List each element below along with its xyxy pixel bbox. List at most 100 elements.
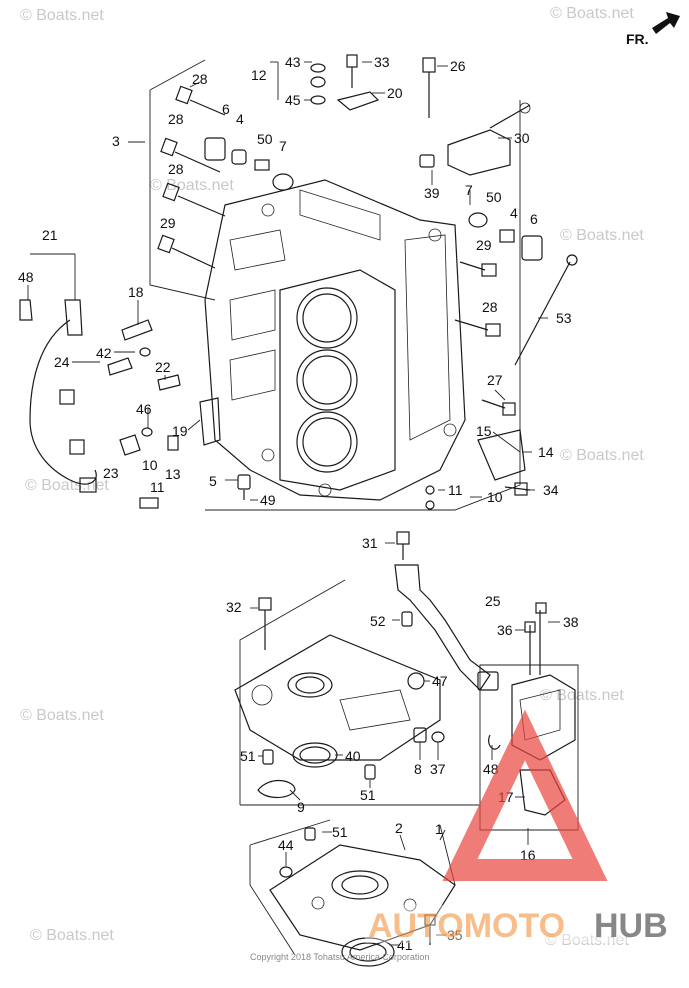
bracket-20 — [336, 91, 380, 111]
plug-5 — [237, 474, 251, 500]
callout-53: 53 — [556, 310, 572, 326]
callout-30: 30 — [514, 130, 530, 146]
callout-19: 19 — [172, 423, 188, 439]
plug-11-left — [139, 497, 159, 509]
callout-43: 43 — [285, 54, 301, 70]
washer-46 — [141, 427, 153, 437]
callout-8: 8 — [414, 761, 422, 777]
dipstick-53 — [514, 254, 578, 366]
watermark: © Boats.net — [560, 227, 644, 244]
plug-6-left — [204, 137, 294, 191]
watermark: © Boats.net — [30, 927, 114, 944]
callout-40: 40 — [345, 748, 361, 764]
callouts: 3 28 28 28 29 6 4 50 7 12 43 45 33 20 26… — [18, 54, 579, 953]
front-arrow-icon — [652, 12, 680, 34]
bracket-19 — [199, 397, 221, 446]
plug-39 — [419, 154, 435, 168]
sensor-23 — [119, 434, 141, 456]
watermark: © Boats.net — [540, 687, 624, 704]
bolt-28-lower — [162, 182, 226, 217]
oring-9 — [257, 780, 296, 799]
plug-6-right — [468, 212, 543, 261]
callout-51: 51 — [240, 748, 256, 764]
callout-37: 37 — [430, 761, 446, 777]
bolt-28-right — [454, 319, 501, 337]
callout-21: 21 — [42, 227, 58, 243]
callout-41: 41 — [397, 937, 413, 953]
bolt-27 — [481, 399, 516, 416]
callout-25: 25 — [485, 593, 501, 609]
callout-7: 7 — [465, 182, 473, 198]
callout-10: 10 — [142, 457, 158, 473]
callout-35: 35 — [447, 927, 463, 943]
watermark: © Boats.net — [20, 707, 104, 724]
washer-44 — [279, 866, 293, 878]
callout-4: 4 — [236, 111, 244, 127]
callout-15: 15 — [476, 423, 492, 439]
callout-23: 23 — [103, 465, 119, 481]
harness-21 — [19, 299, 97, 493]
bolt-35 — [424, 914, 436, 945]
callout-50: 50 — [486, 189, 502, 205]
callout-24: 24 — [54, 354, 70, 370]
callout-4: 4 — [510, 205, 518, 221]
front-direction-indicator: FR. — [626, 12, 680, 47]
bolt-34 — [504, 482, 531, 496]
warning-triangle-icon — [442, 709, 608, 881]
callout-47: 47 — [432, 673, 448, 689]
callout-51: 51 — [332, 824, 348, 840]
callout-2: 2 — [395, 820, 403, 836]
bolt-26 — [422, 57, 436, 118]
bolt-29-right — [459, 261, 497, 277]
seal-40 — [292, 742, 338, 768]
bolt-32 — [258, 597, 272, 650]
callout-18: 18 — [128, 284, 144, 300]
callout-48: 48 — [18, 269, 34, 285]
callout-1: 1 — [435, 821, 443, 837]
callout-31: 31 — [362, 535, 378, 551]
logo-text-part1: AUTOMOTO — [368, 907, 565, 945]
callout-33: 33 — [374, 54, 390, 70]
bearing-cap-30 — [447, 102, 531, 176]
watermark: © Boats.net — [560, 447, 644, 464]
callout-10: 10 — [487, 489, 503, 505]
callout-46: 46 — [136, 401, 152, 417]
lower-cover-2 — [269, 844, 456, 951]
watermark: © Boats.net — [550, 5, 634, 22]
callout-39: 39 — [424, 185, 440, 201]
bolt-28-upper — [175, 85, 226, 116]
automotohub-logo: AUTOMOTO HUB — [365, 709, 685, 945]
callout-32: 32 — [226, 599, 242, 615]
oring-47 — [407, 672, 425, 690]
callout-34: 34 — [543, 482, 559, 498]
callout-28: 28 — [482, 299, 498, 315]
callout-28: 28 — [192, 71, 208, 87]
seal-41 — [341, 937, 395, 967]
sensor-18 — [121, 319, 153, 341]
callout-6: 6 — [222, 101, 230, 117]
callout-29: 29 — [160, 215, 176, 231]
callout-6: 6 — [530, 211, 538, 227]
callout-3: 3 — [112, 133, 120, 149]
callout-9: 9 — [297, 799, 305, 815]
callout-11: 11 — [448, 482, 463, 498]
callout-45: 45 — [285, 92, 301, 108]
leader-lines — [27, 61, 560, 946]
callout-20: 20 — [387, 85, 403, 101]
callout-51: 51 — [360, 787, 376, 803]
washer-37 — [431, 731, 445, 743]
watermark-layer: © Boats.net © Boats.net © Boats.net © Bo… — [20, 5, 644, 949]
washers-12 — [310, 63, 326, 105]
watermark: © Boats.net — [545, 932, 629, 949]
bolt-29-left — [157, 234, 216, 269]
callout-49: 49 — [260, 492, 276, 508]
front-label: FR. — [626, 31, 649, 47]
watermark: © Boats.net — [20, 7, 104, 24]
callout-27: 27 — [487, 372, 503, 388]
callout-5: 5 — [209, 473, 217, 489]
callout-22: 22 — [155, 359, 171, 375]
pin-51a — [262, 749, 274, 765]
sensor-24 — [107, 347, 151, 376]
callout-13: 13 — [165, 466, 181, 482]
